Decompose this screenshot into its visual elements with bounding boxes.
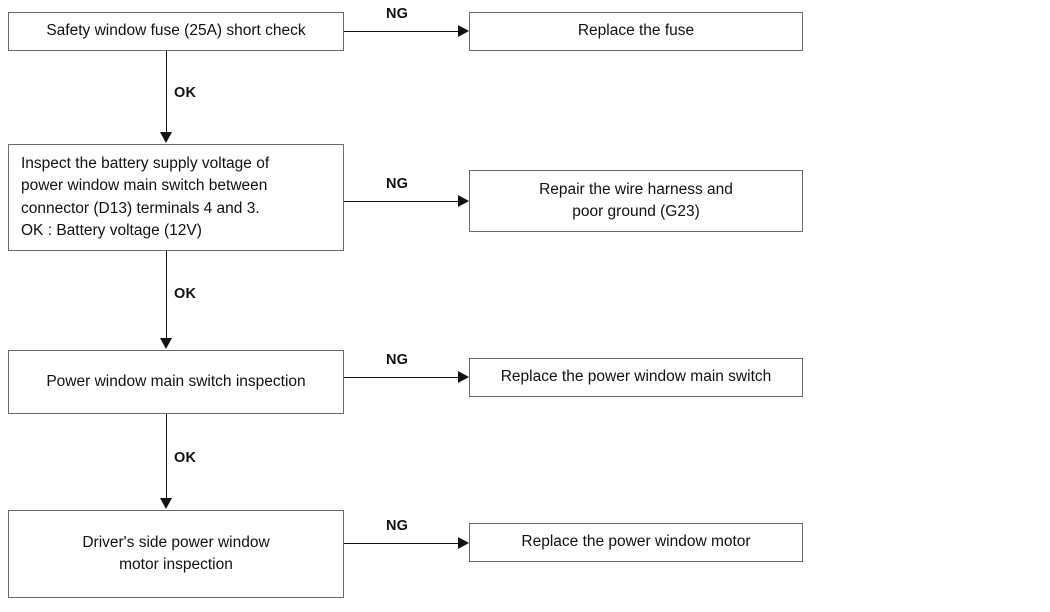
arrowhead-ok-3: [160, 498, 172, 509]
edge-label-ok-3: OK: [174, 450, 197, 466]
process-box-step-2-label: Inspect the battery supply voltage of po…: [21, 154, 270, 239]
connector-ok-2: [165, 251, 168, 339]
edge-label-ok-1: OK: [174, 85, 197, 101]
arrowhead-ng-2: [458, 195, 469, 207]
arrowhead-ng-1: [458, 25, 469, 37]
process-box-step-4-label: Driver's side power window motor inspect…: [82, 533, 270, 573]
connector-ng-4: [344, 542, 460, 545]
result-box-step-4-label: Replace the power window motor: [521, 533, 751, 551]
result-box-step-3-label: Replace the power window main switch: [500, 368, 772, 386]
edge-label-ng-2: NG: [386, 176, 409, 192]
process-box-step-1[interactable]: Safety window fuse (25A) short check: [8, 12, 344, 51]
arrowhead-ng-4: [458, 537, 469, 549]
edge-label-ok-2: OK: [174, 286, 197, 302]
edge-label-ng-4: NG: [386, 518, 409, 534]
process-box-step-2[interactable]: Inspect the battery supply voltage of po…: [8, 144, 344, 251]
arrowhead-ok-2: [160, 338, 172, 349]
result-box-step-4[interactable]: Replace the power window motor: [469, 523, 803, 562]
connector-ok-3: [165, 414, 168, 499]
process-box-step-3-label: Power window main switch inspection: [46, 372, 306, 390]
connector-ng-2: [344, 200, 460, 203]
result-box-step-2[interactable]: Repair the wire harness and poor ground …: [469, 170, 803, 232]
edge-label-ng-1: NG: [386, 6, 409, 22]
process-box-step-1-label: Safety window fuse (25A) short check: [46, 22, 306, 40]
arrowhead-ng-3: [458, 371, 469, 383]
connector-ok-1: [165, 51, 168, 133]
result-box-step-3[interactable]: Replace the power window main switch: [469, 358, 803, 397]
edge-label-ng-3: NG: [386, 352, 409, 368]
connector-ng-3: [344, 376, 460, 379]
process-box-step-4[interactable]: Driver's side power window motor inspect…: [8, 510, 344, 598]
connector-ng-1: [344, 30, 460, 33]
process-box-step-3[interactable]: Power window main switch inspection: [8, 350, 344, 414]
result-box-step-1-label: Replace the fuse: [577, 22, 695, 40]
arrowhead-ok-1: [160, 132, 172, 143]
result-box-step-1[interactable]: Replace the fuse: [469, 12, 803, 51]
result-box-step-2-label: Repair the wire harness and poor ground …: [539, 180, 733, 220]
